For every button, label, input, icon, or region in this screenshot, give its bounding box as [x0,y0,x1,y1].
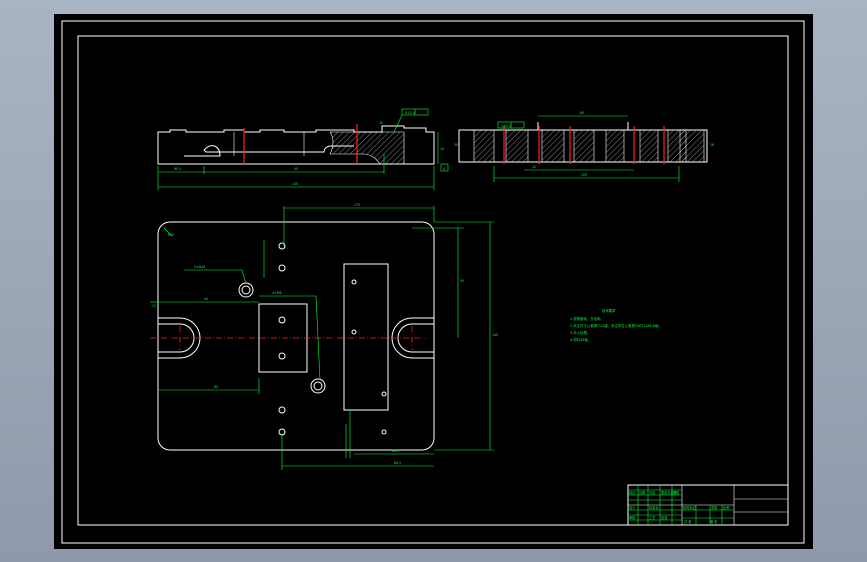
dim-text: 120 [581,173,587,177]
dim-text: 10 [440,147,444,151]
dim-text: 12 [152,304,156,308]
title-block-cell: 标记 [629,490,636,495]
dim-text: 80 [580,111,584,115]
dim-text: 4×M8 [272,291,281,295]
dim-text: 80.5 [394,461,401,465]
datum-label: A [443,167,446,171]
title-block[interactable]: 标记 处数 分区 更改文件号 签名 设计 标准化 阶段标记 重量 比例 审核 工… [627,484,789,526]
dim-text: 20 [379,121,383,125]
title-block-cell: 共 张 [684,519,692,524]
drawing-sheet: 80.5 45 20 140 10 A 0.02 A [54,14,813,549]
tech-req-line: 3.淬火处理。 [570,330,590,335]
tech-req-title: 技术要求 [602,308,616,313]
dim-text: 80.5 [174,167,181,171]
tolerance-frame-text: 0.02 A [501,124,512,128]
title-block-cell: 第 张 [710,519,718,524]
title-block-cell: 标准化 [649,505,659,510]
inner-frame [77,35,789,526]
cad-drawing: 80.5 45 20 140 10 A 0.02 A [61,20,805,544]
title-block-cell: 审核 [629,515,636,520]
plan-view[interactable]: 170 140 95 40 80 80.5 64.5 R10 2×Φ10 4×M… [150,203,498,470]
tech-req-line: 4.材料45钢。 [570,337,591,342]
outer-frame [61,20,805,544]
dim-text: 12 [532,165,536,169]
tech-req-line: 2.未注尺寸公差按IT12级，未注形位公差按GB/T1184-K级。 [570,323,662,328]
title-block-cell: 重量 [711,505,718,510]
title-block-cell: 签名 [673,490,679,495]
dim-text: 2×Φ10 [194,265,205,269]
dim-text: 40 [204,297,208,301]
tolerance-frame-text: 0.02 A [405,111,416,115]
title-block-cell: 处数 [639,490,646,495]
dim-text: 170 [354,203,360,207]
title-block-cell: 工艺 [649,515,655,520]
dim-text: 64.5 [392,449,399,453]
tech-req-line: 1.锐角倒钝，去毛刺。 [570,316,604,321]
dim-text: 140 [292,182,298,186]
title-block-cell: 分区 [649,490,656,495]
dim-text: R10 [168,233,174,237]
title-block-cell: 更改文件号 [661,490,677,495]
dim-text: 30 [454,143,458,147]
title-block-cell: 设计 [629,505,636,510]
dim-text: 80 [214,385,218,389]
title-block-cell: 批准 [661,515,668,520]
dim-text: 140 [492,333,498,337]
title-block-cell: 比例 [723,505,729,510]
dim-text: 18 [710,143,714,147]
technical-requirements: 技术要求 1.锐角倒钝，去毛刺。 2.未注尺寸公差按IT12级，未注形位公差按G… [570,308,662,342]
dim-text: 95 [460,279,464,283]
section-view-top[interactable]: 80.5 45 20 140 10 A 0.02 A [157,108,449,190]
section-view-right[interactable]: 30 120 80 12 18 0.02 A [454,111,714,182]
title-block-cell: 阶段标记 [683,505,697,510]
dim-text: 45 [294,167,298,171]
